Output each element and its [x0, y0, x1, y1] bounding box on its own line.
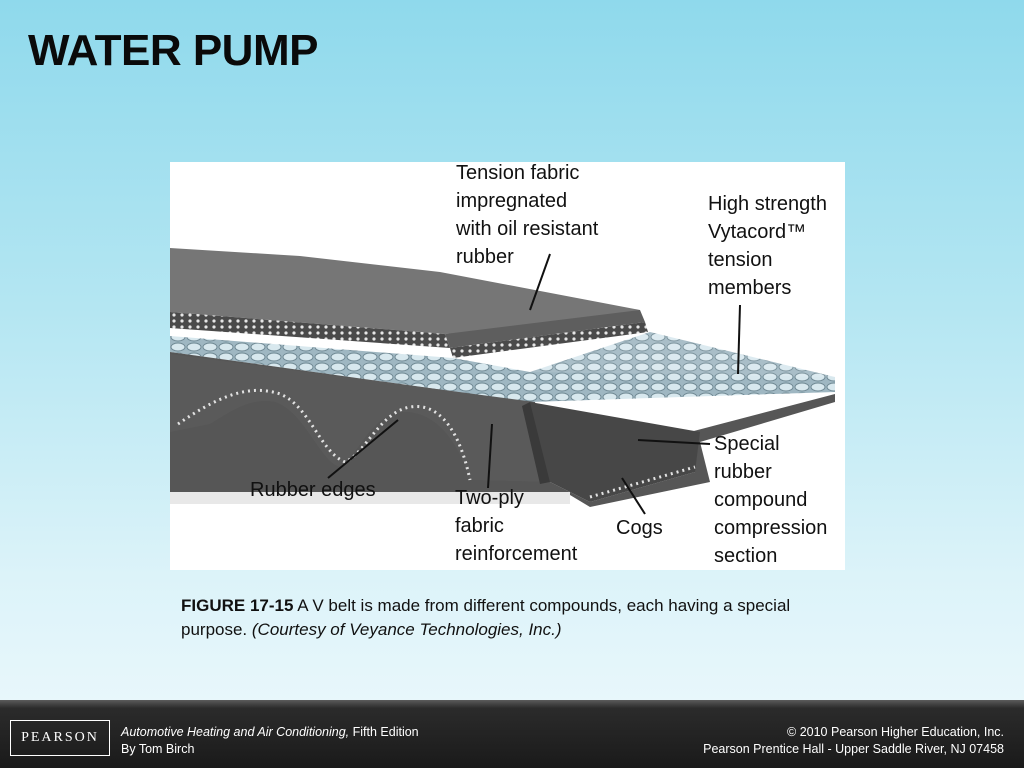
figure-caption: FIGURE 17-15 A V belt is made from diffe… [181, 594, 841, 642]
leader-two-ply [487, 423, 493, 489]
belt-top-block [445, 310, 645, 348]
footer-bar: PEARSON Automotive Heating and Air Condi… [0, 700, 1024, 768]
publisher-text: Pearson Prentice Hall - Upper Saddle Riv… [703, 742, 1004, 756]
v-belt-illustration [170, 248, 835, 515]
book-edition: Fifth Edition [349, 725, 419, 739]
leader-tension-fabric [529, 253, 551, 311]
belt-end-face [530, 402, 700, 502]
label-tension-fabric: Tension fabric impregnated with oil resi… [456, 162, 599, 268]
caption-text: A V belt is made from different compound… [181, 596, 791, 639]
label-rubber-edges: Rubber edges [250, 479, 376, 501]
label-cogs: Cogs [616, 517, 663, 539]
figure-number: FIGURE 17-15 [181, 596, 294, 615]
v-belt-figure: Tension fabric impregnated with oil resi… [170, 162, 845, 570]
leader-special-rubber [637, 439, 711, 445]
leader-cogs [621, 477, 646, 515]
caption-credit: (Courtesy of Veyance Technologies, Inc.) [251, 620, 562, 639]
footer-publisher-info: © 2010 Pearson Higher Education, Inc. Pe… [703, 724, 1004, 758]
pearson-logo: PEARSON [10, 720, 110, 756]
slide-title: WATER PUMP [28, 26, 318, 75]
belt-top-surface [170, 248, 640, 334]
book-title: Automotive Heating and Air Conditioning, [121, 725, 350, 739]
label-high-strength: High strength Vytacord™ tension members [708, 193, 827, 299]
cog-reinforcement [177, 388, 472, 481]
book-author: By Tom Birch [121, 742, 195, 756]
copyright-text: © 2010 Pearson Higher Education, Inc. [787, 725, 1004, 739]
label-two-ply: Two-ply fabric reinforcement [455, 487, 578, 565]
leader-rubber-edges [327, 419, 399, 479]
leader-high-strength [737, 304, 741, 375]
label-special-rubber: Special rubber compound compression sect… [714, 433, 828, 567]
footer-book-info: Automotive Heating and Air Conditioning,… [121, 724, 419, 758]
belt-top-fabric-edge [170, 312, 450, 348]
